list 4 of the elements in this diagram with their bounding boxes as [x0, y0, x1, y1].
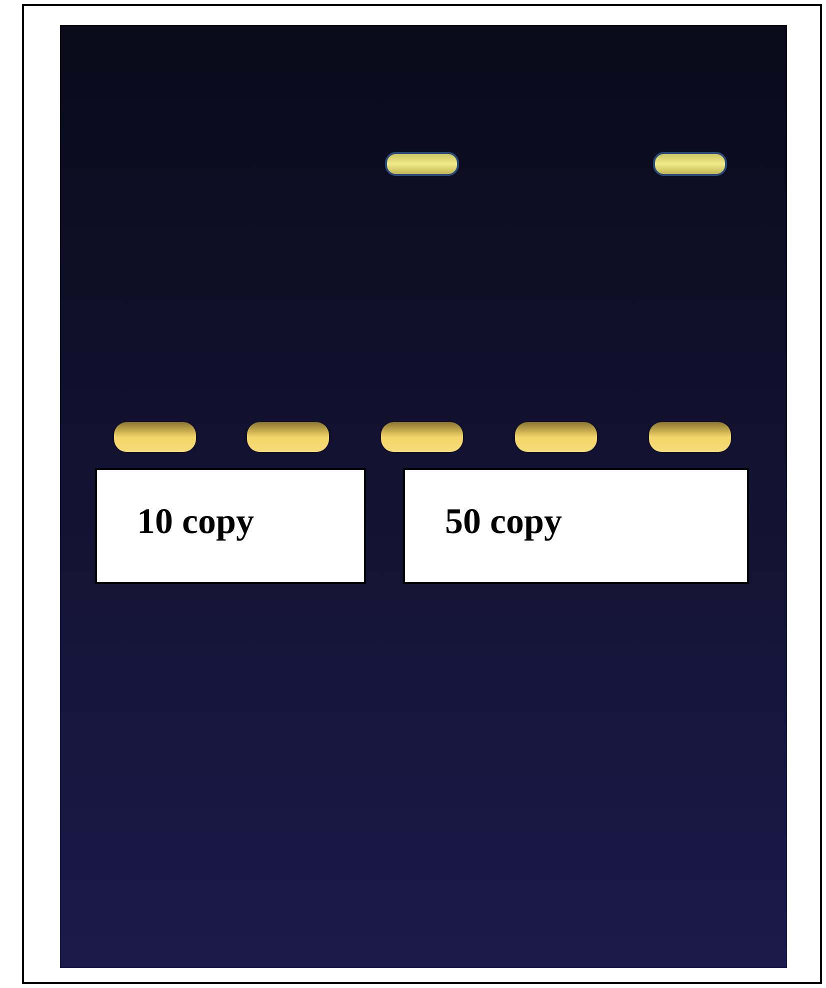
- lane-label: 10 copy: [137, 500, 254, 542]
- label-box: [403, 468, 749, 584]
- label-box: [95, 468, 366, 584]
- lane-label: 50 copy: [445, 500, 562, 542]
